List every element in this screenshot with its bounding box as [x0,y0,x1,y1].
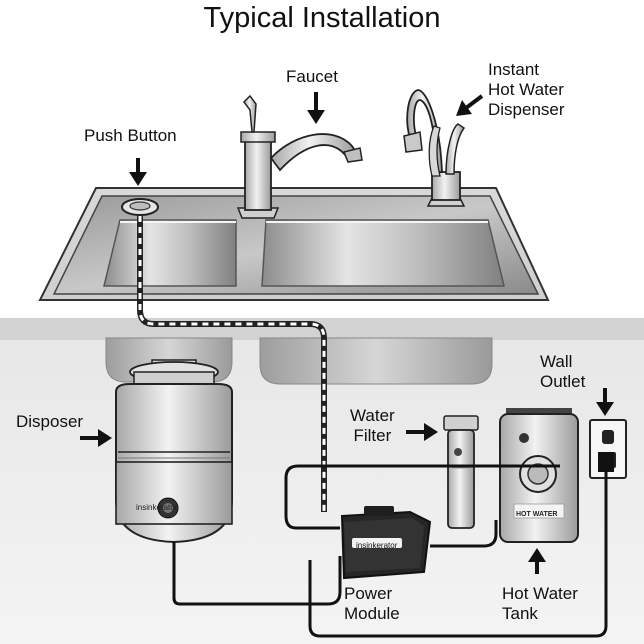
page-title: Typical Installation [203,2,441,34]
hot-water-tank-label-line-2: Tank [502,604,538,623]
hot-water-dispenser-device [403,89,466,207]
power-module-label-line-1: Power [344,584,393,603]
tank-power-cable [430,520,498,548]
tank-mark: HOT WATER [516,511,558,518]
arrow-down-icon [129,158,147,186]
water-filter-label-line-1: Water [350,406,395,425]
push-button-label: Push Button [84,126,177,145]
power-module-label: Power Module [344,584,400,624]
wall-outlet-label-line-2: Outlet [540,372,586,391]
hot-water-dispenser-label: Instant Hot Water Dispenser [488,60,565,120]
hot-water-tank-label-line-1: Hot Water [502,584,578,603]
right-basin [261,219,505,287]
left-basin [103,219,237,287]
disposer-cable [172,542,342,606]
hot-water-tank-label: Hot Water Tank [502,584,578,624]
wall-outlet-label-line-1: Wall [540,352,573,371]
disposer-device [115,359,233,544]
hot-water-dispenser-label-line-3: Dispenser [488,100,565,119]
wall-outlet-label: Wall Outlet [540,352,585,392]
hot-water-dispenser-label-line-2: Hot Water [488,80,564,99]
arrow-left-icon [456,94,484,116]
arrow-down-icon [307,92,325,124]
hot-water-dispenser-label-line-1: Instant [488,60,540,79]
power-module-label-line-2: Module [344,604,400,623]
disposer-label: Disposer [16,412,84,431]
power-module-device [340,506,432,580]
right-bowl-underside [259,337,493,385]
power-module-brand-mark: insinkerator [356,541,398,550]
module-power-cord [308,470,608,638]
arrow-right-icon [406,423,438,441]
water-filter-label-line-2: Filter [353,426,392,445]
arrow-up-icon [528,548,546,574]
faucet-device [236,94,363,219]
arrow-right-icon [80,429,112,447]
disposer-brand-mark: insinkerator [136,503,178,512]
faucet-label: Faucet [286,67,338,86]
arrow-down-icon [596,388,614,416]
water-filter-device [443,415,479,529]
water-filter-label: Water Filter [350,406,395,446]
module-to-tank-cable [284,464,560,530]
